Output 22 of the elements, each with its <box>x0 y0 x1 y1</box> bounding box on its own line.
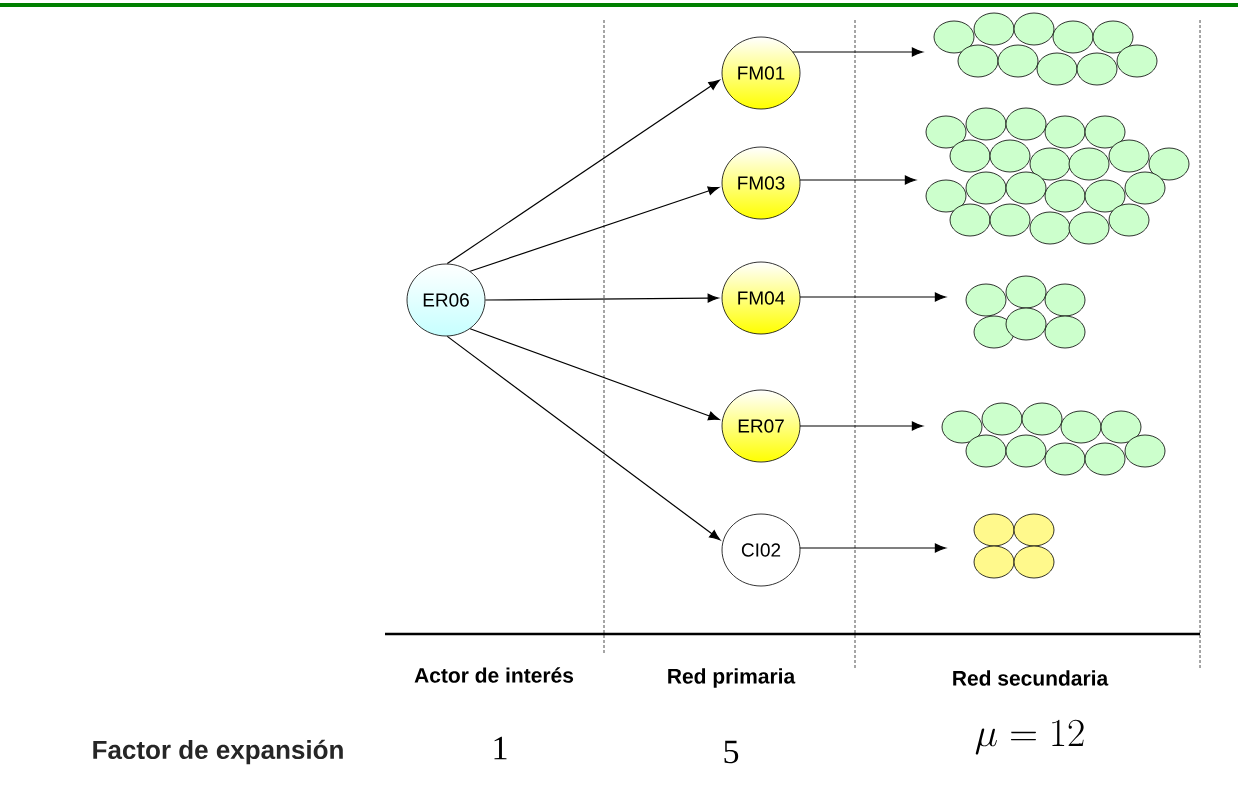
column-heading: Red secundaria <box>953 670 1109 686</box>
arrow <box>792 47 923 57</box>
arrow <box>799 292 946 302</box>
arrow <box>469 186 720 272</box>
cluster-drawing <box>941 402 1166 476</box>
column-heading: Red primaria <box>668 668 796 688</box>
cluster-drawing <box>933 12 1158 86</box>
cluster-drawing <box>973 513 1055 579</box>
row-heading: Factor de expansión <box>93 739 343 765</box>
arrow <box>799 421 923 431</box>
cluster-drawing <box>965 275 1086 349</box>
factor-value: 5 <box>724 740 739 764</box>
factor-value: 1 <box>494 736 507 760</box>
arrow <box>799 175 916 185</box>
arrow <box>484 293 719 303</box>
arrow <box>469 328 720 421</box>
arrow <box>446 335 721 541</box>
cluster-drawing <box>925 107 1190 245</box>
arrow <box>799 543 946 553</box>
column-heading: Actor de interés <box>414 667 574 683</box>
arrow <box>446 79 720 265</box>
factor-formula: $\mu = 12$ <box>975 719 1084 755</box>
